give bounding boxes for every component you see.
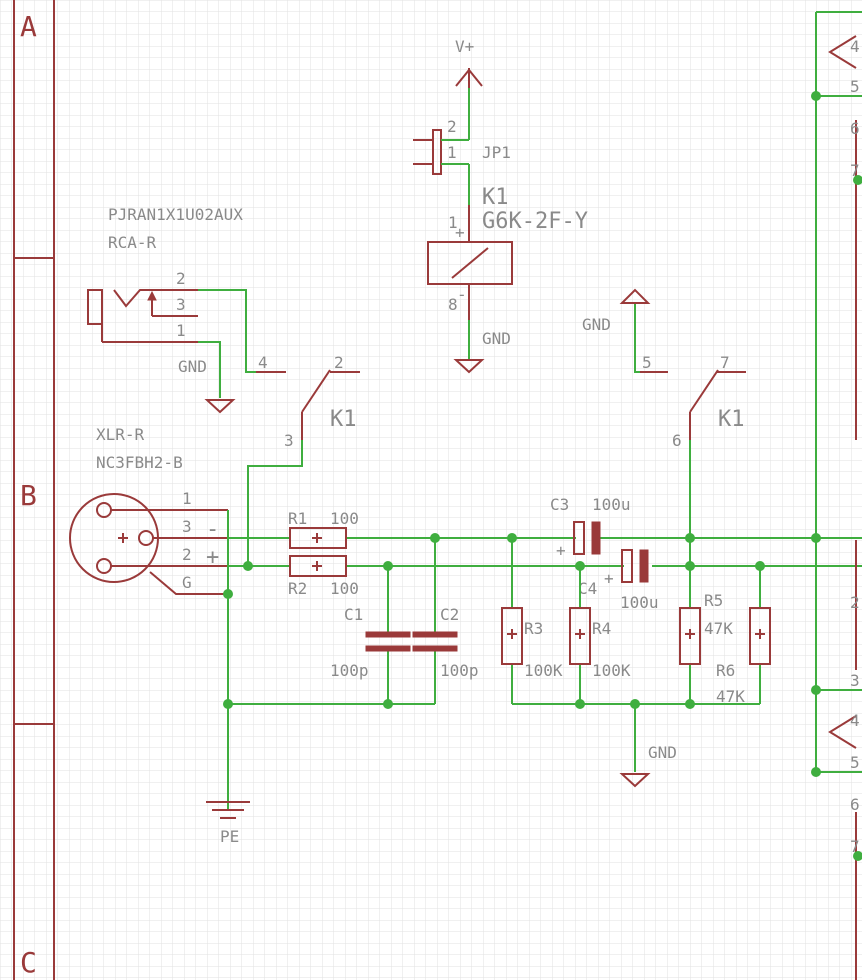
- svg-text:47K: 47K: [704, 619, 733, 638]
- svg-text:1: 1: [447, 143, 457, 162]
- svg-text:1: 1: [182, 489, 192, 508]
- svg-text:7: 7: [720, 353, 730, 372]
- svg-text:5: 5: [850, 77, 860, 96]
- jp1-label: JP1: [482, 143, 511, 162]
- svg-text:GND: GND: [178, 357, 207, 376]
- gnd-symbol-bottom: GND: [619, 743, 677, 788]
- zone-label-c: C: [20, 946, 37, 979]
- capacitor-c2: C2 100p: [412, 605, 479, 680]
- resistor-r6: R6 47K: [716, 607, 771, 706]
- svg-text:100: 100: [330, 579, 359, 598]
- svg-text:K1: K1: [330, 407, 357, 432]
- svg-text:100p: 100p: [440, 661, 479, 680]
- resistor-r5: R5 47K: [679, 591, 733, 665]
- svg-text:C3: C3: [550, 495, 569, 514]
- relay-coil-k1: K1 G6K-2F-Y + - 1 8: [427, 185, 588, 320]
- resistor-r2: R2 100: [288, 555, 359, 598]
- relay-name: K1: [482, 185, 509, 210]
- svg-text:1: 1: [176, 321, 186, 340]
- svg-text:R1: R1: [288, 509, 307, 528]
- resistor-r1: R1 100: [288, 509, 359, 549]
- svg-text:R4: R4: [592, 619, 611, 638]
- frame-border: A B C: [13, 0, 55, 980]
- vplus-symbol: V+: [455, 37, 483, 88]
- svg-text:+: +: [206, 545, 219, 570]
- jumper-jp1: 2 1 JP1: [413, 117, 511, 175]
- rca-name: PJRAN1X1U02AUX: [108, 205, 243, 224]
- svg-text:5: 5: [642, 353, 652, 372]
- capacitor-c1: C1 100p: [330, 605, 411, 680]
- zone-label-a: A: [20, 10, 37, 43]
- svg-text:7: 7: [850, 161, 860, 180]
- svg-text:R6: R6: [716, 661, 735, 680]
- svg-text:C4: C4: [578, 579, 597, 598]
- svg-text:4: 4: [258, 353, 268, 372]
- svg-text:100K: 100K: [592, 661, 631, 680]
- junction-dots: [223, 91, 862, 861]
- svg-text:2: 2: [447, 117, 457, 136]
- vplus-label: V+: [455, 37, 474, 56]
- svg-text:2: 2: [334, 353, 344, 372]
- capacitor-c4: + C4 100u: [578, 549, 659, 612]
- svg-text:4: 4: [850, 37, 860, 56]
- relay-switch-k1-a: 4 3 2 K1: [256, 353, 360, 450]
- zone-label-b: B: [20, 479, 37, 512]
- gnd-symbol-jack: GND: [178, 357, 236, 414]
- svg-text:100: 100: [330, 509, 359, 528]
- svg-text:100p: 100p: [330, 661, 369, 680]
- svg-text:6: 6: [672, 431, 682, 450]
- svg-text:4: 4: [850, 711, 860, 730]
- gnd-symbol-relay: GND: [453, 329, 511, 374]
- svg-text:6: 6: [850, 119, 860, 138]
- svg-text:2: 2: [176, 269, 186, 288]
- xlr-connector: XLR-R NC3FBH2-B 1 3 2 G - +: [69, 425, 228, 595]
- relay-switch-k1-b: 5 6 7 K1: [640, 353, 746, 450]
- svg-text:R5: R5: [704, 591, 723, 610]
- svg-text:2: 2: [182, 545, 192, 564]
- svg-text:C2: C2: [440, 605, 459, 624]
- svg-text:-: -: [206, 517, 219, 542]
- resistor-r4: R4 100K: [569, 607, 631, 680]
- svg-text:R3: R3: [524, 619, 543, 638]
- svg-text:GND: GND: [648, 743, 677, 762]
- svg-text:+: +: [556, 541, 566, 560]
- svg-text:7: 7: [850, 837, 860, 856]
- svg-text:G: G: [182, 573, 192, 592]
- svg-text:6: 6: [850, 795, 860, 814]
- svg-text:C1: C1: [344, 605, 363, 624]
- svg-text:1: 1: [448, 213, 458, 232]
- relay-value: G6K-2F-Y: [482, 209, 588, 234]
- svg-text:5: 5: [850, 753, 860, 772]
- rca-value: RCA-R: [108, 233, 157, 252]
- svg-text:PE: PE: [220, 827, 239, 846]
- svg-text:47K: 47K: [716, 687, 745, 706]
- xlr-name: XLR-R: [96, 425, 145, 444]
- svg-text:100K: 100K: [524, 661, 563, 680]
- svg-text:3: 3: [284, 431, 294, 450]
- svg-text:3: 3: [176, 295, 186, 314]
- svg-text:K1: K1: [718, 407, 745, 432]
- svg-text:100u: 100u: [620, 593, 659, 612]
- right-edge-parts: 4 5 6 7 2 3 4 5 6 7: [828, 35, 860, 980]
- svg-text:GND: GND: [482, 329, 511, 348]
- pe-earth-symbol: PE: [206, 801, 250, 846]
- svg-text:+: +: [604, 569, 614, 588]
- capacitor-c3: + C3 100u: [550, 495, 631, 560]
- svg-text:100u: 100u: [592, 495, 631, 514]
- svg-text:8: 8: [448, 295, 458, 314]
- svg-text:+: +: [455, 223, 465, 242]
- rca-jack: PJRAN1X1U02AUX RCA-R 2 3 1: [87, 205, 243, 343]
- svg-text:3: 3: [850, 671, 860, 690]
- svg-text:3: 3: [182, 517, 192, 536]
- svg-text:GND: GND: [582, 315, 611, 334]
- xlr-value: NC3FBH2-B: [96, 453, 183, 472]
- svg-text:R2: R2: [288, 579, 307, 598]
- resistor-r3: R3 100K: [501, 607, 563, 680]
- svg-text:2: 2: [850, 593, 860, 612]
- gnd-symbol-top-right: GND: [582, 288, 651, 334]
- svg-text:-: -: [457, 285, 467, 304]
